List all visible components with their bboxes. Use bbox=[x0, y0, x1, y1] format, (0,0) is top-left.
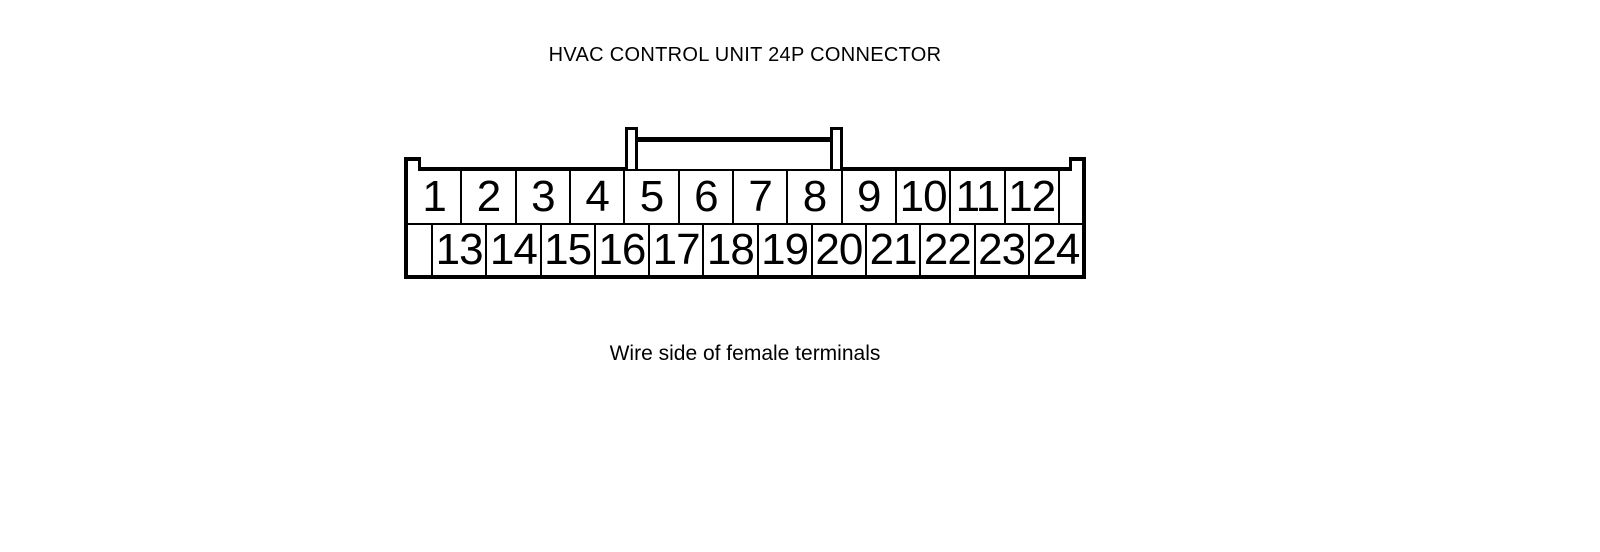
blank-cell-bottom-left bbox=[408, 225, 433, 275]
pin-4: 4 bbox=[571, 171, 626, 223]
pin-5: 5 bbox=[625, 171, 680, 223]
pin-10: 10 bbox=[897, 171, 952, 223]
pin-3: 3 bbox=[517, 171, 571, 223]
connector-diagram: HVAC CONTROL UNIT 24P CONNECTOR 1 2 3 4 … bbox=[404, 0, 1086, 552]
pin-6: 6 bbox=[680, 171, 734, 223]
pin-17: 17 bbox=[650, 225, 705, 275]
pin-8: 8 bbox=[788, 171, 843, 223]
pin-11: 11 bbox=[951, 171, 1006, 223]
pin-14: 14 bbox=[487, 225, 542, 275]
lock-post-left bbox=[625, 127, 638, 171]
pin-20: 20 bbox=[813, 225, 867, 275]
corner-tab-left bbox=[404, 157, 421, 171]
pin-1: 1 bbox=[408, 171, 463, 223]
blank-cell-top-right bbox=[1060, 171, 1082, 223]
pin-21: 21 bbox=[867, 225, 922, 275]
pin-7: 7 bbox=[734, 171, 789, 223]
pin-12: 12 bbox=[1006, 171, 1060, 223]
diagram-caption: Wire side of female terminals bbox=[609, 342, 881, 365]
pin-row-bottom: 13 14 15 16 17 18 19 20 21 22 23 24 bbox=[408, 225, 1082, 275]
corner-tab-right bbox=[1069, 157, 1086, 171]
pin-23: 23 bbox=[976, 225, 1030, 275]
diagram-title: HVAC CONTROL UNIT 24P CONNECTOR bbox=[548, 44, 942, 66]
connector-figure: 1 2 3 4 5 6 7 8 9 10 11 12 13 bbox=[404, 127, 1086, 287]
pin-24: 24 bbox=[1032, 225, 1080, 274]
pin-2: 2 bbox=[462, 171, 517, 223]
pin-row-top: 1 2 3 4 5 6 7 8 9 10 11 12 bbox=[408, 171, 1082, 225]
lock-bar bbox=[636, 137, 832, 142]
connector-shell: 1 2 3 4 5 6 7 8 9 10 11 12 13 bbox=[404, 167, 1086, 279]
pin-13: 13 bbox=[433, 225, 488, 275]
pin-18: 18 bbox=[704, 225, 759, 275]
pin-16: 16 bbox=[596, 225, 650, 275]
lock-post-right bbox=[830, 127, 843, 171]
pin-22: 22 bbox=[921, 225, 976, 275]
pin-9: 9 bbox=[843, 171, 897, 223]
pin-19: 19 bbox=[759, 225, 813, 275]
lock-housing-opening bbox=[638, 142, 830, 171]
pin-15: 15 bbox=[542, 225, 596, 275]
